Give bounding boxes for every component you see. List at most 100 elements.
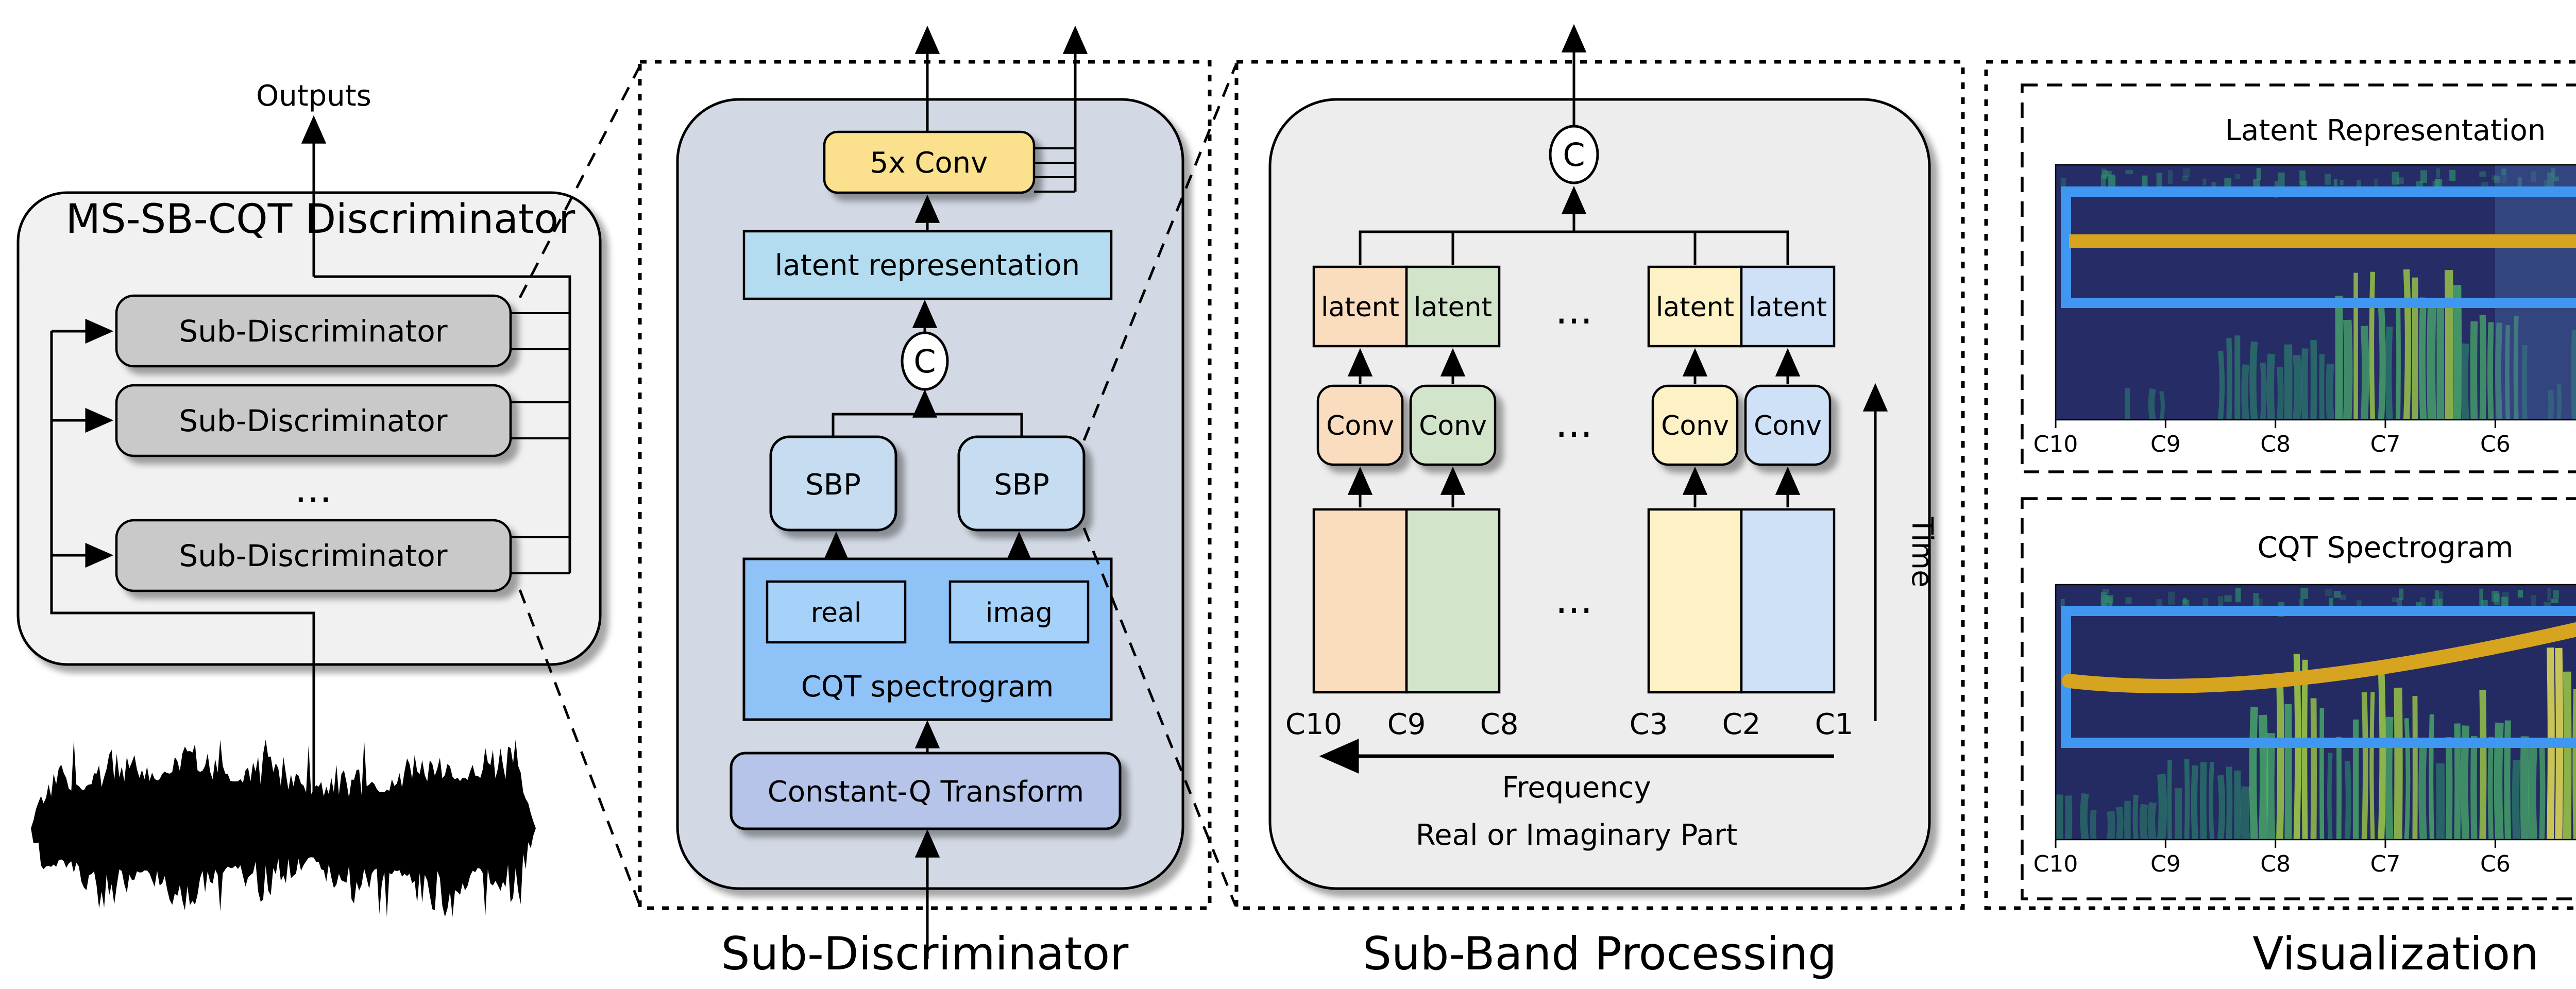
spectrogram-streak [2301,659,2308,840]
latent-highlight-rect [2061,186,2576,308]
spectrogram-streak [2200,762,2207,840]
spectrogram-streak [2563,671,2572,840]
spectrogram-streak [2276,677,2284,840]
latent-plot-title: Latent Representation [2225,114,2546,147]
feature-map-lines [1034,147,1075,193]
sbp-box: SBP [957,435,1086,532]
spectrogram-streak [2209,761,2214,840]
spectrogram-streak [2494,722,2504,840]
spectrogram-streak [2429,714,2434,840]
spectrogram-noise [2235,174,2241,179]
x-tick-label: C10 [2033,431,2078,457]
spectrogram-noise [2108,174,2115,190]
real-box: real [766,580,907,644]
spectrogram-streak [2217,350,2225,420]
x-tick-label: C10 [2033,851,2078,877]
spectrogram-streak [2470,736,2478,840]
imag-box: imag [948,580,1090,644]
rows-ellipsis: ... [295,466,332,511]
constant-q-transform-box: Constant-Q Transform [730,752,1122,830]
spectrogram-noise [2436,168,2440,179]
svg-text:C: C [1563,136,1585,174]
svg-text:latent: latent [1656,292,1734,323]
spectrogram-streak [2378,665,2386,840]
spectrogram-noise [2553,590,2560,599]
spectrogram-noise [2235,588,2241,603]
svg-text:C9: C9 [1387,708,1426,741]
spectrogram-noise [2211,182,2216,187]
spectrogram-noise [2182,175,2189,181]
conv-stack-box: 5x Conv [823,130,1036,194]
svg-text:Conv: Conv [1419,411,1487,441]
spectrogram-noise [2357,600,2362,607]
spectrogram-noise [2397,598,2402,610]
sub-discriminator-panel: 5x Conv latent representation C SBP SBP [638,25,1237,980]
sbp-zoom-connector-lower [1082,527,1237,906]
spectrogram-noise [2329,598,2333,608]
spectrogram-noise [2547,588,2551,601]
cqt-plot-title: CQT Spectrogram [2258,531,2514,565]
spectrogram-noise [2183,598,2187,604]
spectrogram-streak [2240,786,2250,840]
spectrogram-streak [2556,383,2562,420]
x-tick-label: C9 [2150,431,2181,457]
sub-discriminator-row: Sub-Discriminator [115,294,512,368]
sub-band-panel: C latent latent ... latent latent Conv [1234,24,1965,980]
spectrogram-streak [2461,343,2469,420]
spectrogram-noise [2399,588,2404,600]
outputs-label: Outputs [256,79,371,113]
spectrogram-noise [2109,601,2113,606]
visualization-caption: Visualization [2252,927,2539,980]
spectrogram-noise [2253,593,2259,607]
spectrogram-streak [2384,717,2394,840]
sbp-merge-bracket [832,413,1023,437]
spectrogram-streak [2266,353,2275,420]
spectrogram-streak [2396,299,2401,420]
spectrogram-noise [2333,179,2337,186]
spectrogram-noise [2325,588,2333,596]
svg-text:...: ... [1555,287,1592,333]
spectrogram-streak [2260,362,2267,420]
svg-text:Sub-Discriminator: Sub-Discriminator [179,538,447,573]
spectrogram-streak [2319,708,2325,840]
conv-to-latent-arrows [1347,348,1801,384]
svg-text:latent: latent [1321,292,1399,323]
spectrogram-streak [2115,806,2124,840]
band-edge-labels: C10 C9 C8 C3 C2 C1 [1285,708,1854,741]
svg-text:latent representation: latent representation [775,249,1080,282]
spectrogram-noise [2517,590,2523,598]
spectrogram-streak [2319,354,2325,420]
spectrogram-noise [2551,168,2555,177]
sbp-box: SBP [769,435,897,532]
output-lines [314,275,571,574]
spectrogram-streak [2547,389,2554,420]
spectrogram-streak [2241,364,2249,420]
svg-text:SBP: SBP [994,468,1049,502]
audio-waveform [31,740,536,917]
spectrogram-streak [2521,345,2528,420]
spectrogram-streak [2369,271,2376,420]
spectrogram-streak [2571,330,2576,420]
spectrogram-noise [2392,172,2399,185]
spectrogram-noise [2501,168,2506,176]
spectrogram-noise [2299,599,2304,611]
spectrogram-noise [2517,177,2522,189]
spectrogram-streak [2572,689,2576,840]
latent-light-region [2495,165,2576,420]
spectrogram-streak [2217,775,2226,840]
visualization-panel: Latent Representation C10C9C8C7C6C5C4604… [1984,60,2576,980]
spectrogram-streak [2404,718,2411,840]
concat-node: C [901,331,949,391]
spectrogram-streak [2147,802,2157,840]
spectrogram-streak [2159,390,2165,420]
spectrogram-noise [2449,169,2456,181]
spectrogram-noise [2434,590,2439,600]
svg-text:C8: C8 [1480,708,1519,741]
spectrogram-noise [2416,602,2421,607]
svg-text:C2: C2 [1722,708,1761,741]
latent-spectrogram-content [2060,168,2576,420]
input-bus-line [50,331,315,796]
spectrogram-streak [2419,297,2427,420]
latent-plot-ticks: C10C9C8C7C6C5C46040200 [2033,420,2511,457]
cqt-plot-dashed-box [2021,497,2576,900]
